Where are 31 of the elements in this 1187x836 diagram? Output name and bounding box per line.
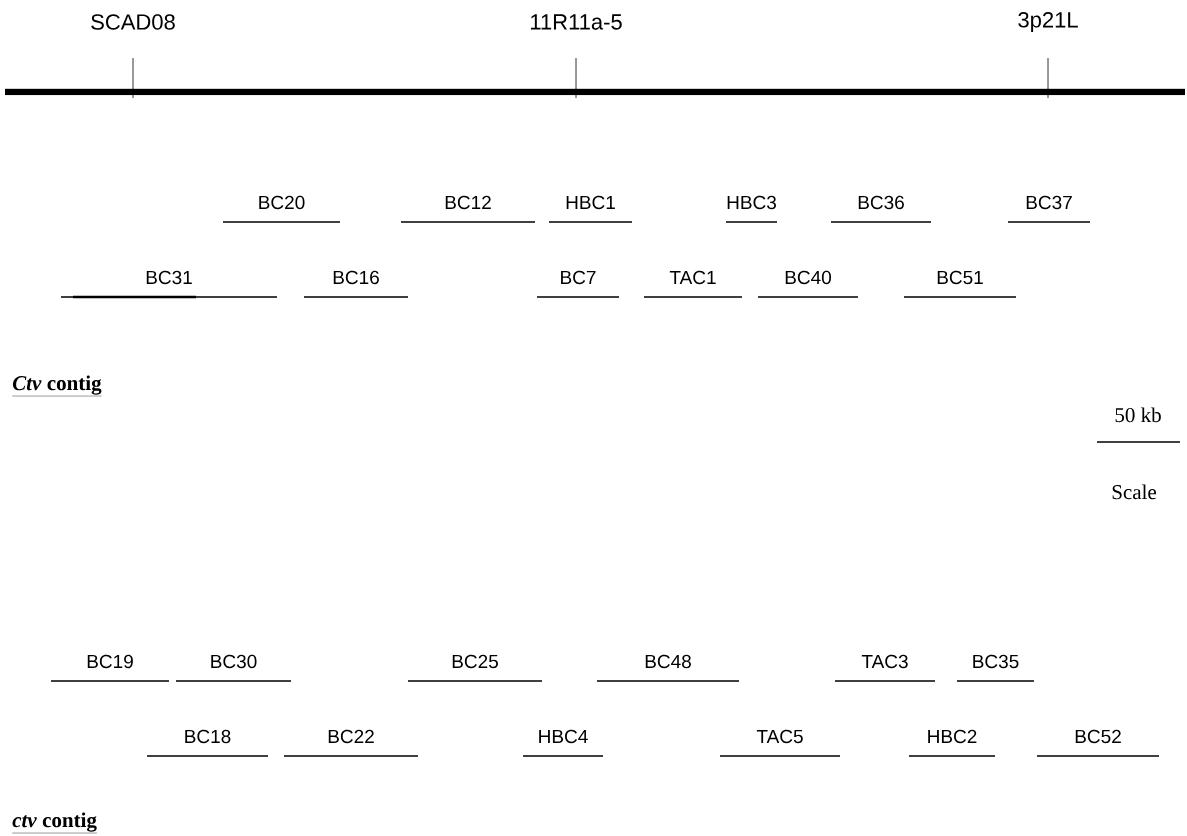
- scale-label: Scale: [1112, 484, 1157, 500]
- clone-bar: BC30: [175, 654, 292, 682]
- clone-bar: BC52: [1036, 729, 1160, 757]
- clone-bar: BC37: [1007, 195, 1091, 223]
- scale-label: 50 kb: [1115, 407, 1161, 423]
- clone-bar: BC16: [303, 270, 409, 298]
- clone-bar: BC35: [956, 654, 1035, 682]
- marker-label: SCAD08: [91, 14, 175, 30]
- clone-bar: BC20: [222, 195, 341, 223]
- clone-bar: BC51: [903, 270, 1017, 298]
- clone-bar: TAC3: [834, 654, 936, 682]
- clone-bar: BC22: [283, 729, 419, 757]
- clone-bar: BC48: [596, 654, 740, 682]
- clone-bar: TAC5: [719, 729, 841, 757]
- clone-bar: BC40: [757, 270, 859, 298]
- contig-heading: ctv contig: [12, 812, 98, 834]
- clone-bar: HBC1: [548, 195, 633, 223]
- clone-bar: BC36: [830, 195, 932, 223]
- clone-bar: BC12: [400, 195, 536, 223]
- clone-bar: TAC1: [643, 270, 743, 298]
- contig-heading: Ctv contig: [12, 375, 102, 397]
- clone-bar: HBC4: [522, 729, 604, 757]
- clone-bar: BC18: [146, 729, 269, 757]
- marker-label: 11R11a-5: [531, 14, 622, 30]
- clone-bar: BC31: [60, 270, 278, 299]
- marker-label: 3p21L: [1018, 12, 1078, 32]
- clone-bar: BC7: [536, 270, 620, 298]
- clone-bar: BC19: [50, 654, 170, 682]
- clone-bar: HBC2: [908, 729, 996, 757]
- clone-bar: BC25: [407, 654, 543, 682]
- clone-bar: HBC3: [725, 195, 778, 223]
